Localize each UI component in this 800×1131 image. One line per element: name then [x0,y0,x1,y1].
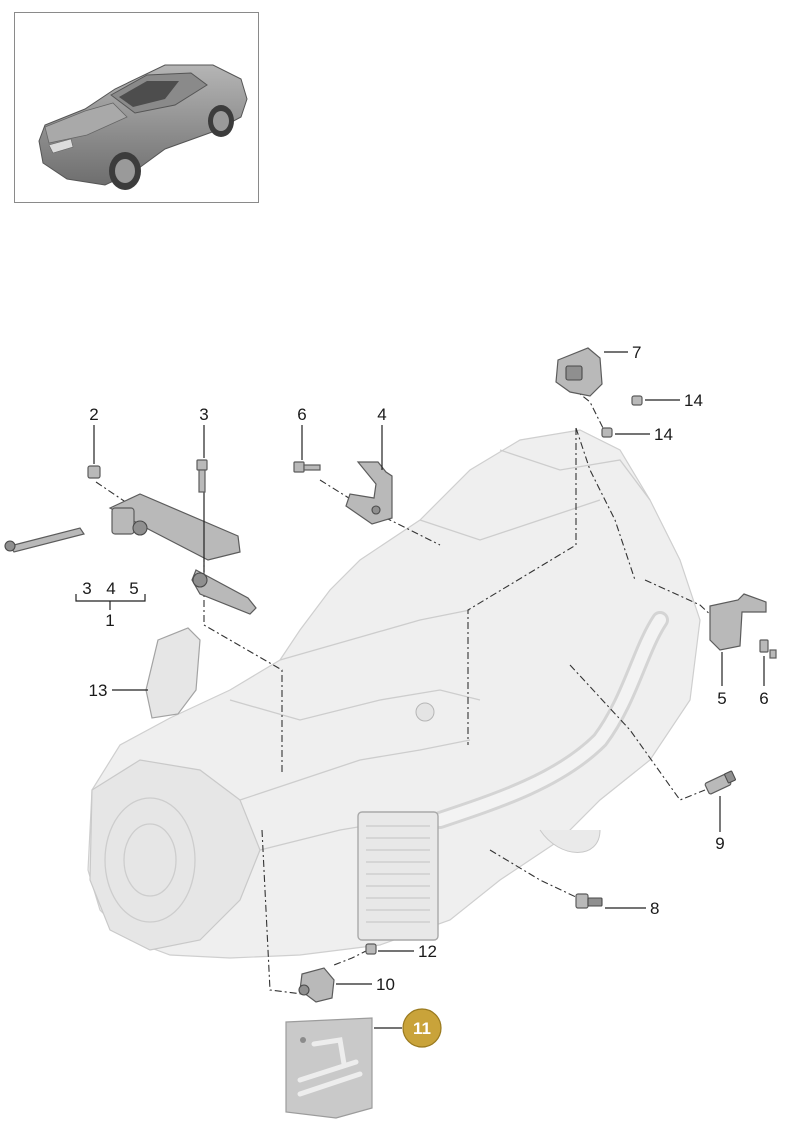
callout-4-top: 4 [377,405,386,424]
vehicle-thumbnail [14,12,259,203]
part-14-bolts [601,395,643,438]
callout-11-highlighted[interactable]: 11 [402,1008,442,1048]
car-thumbnail-icon [38,64,248,190]
part-10-sensor [298,967,335,1003]
callout-14-a: 14 [684,391,703,410]
callout-4-group: 4 [106,579,115,598]
callout-10: 10 [376,975,395,994]
callout-14-b: 14 [654,425,673,444]
callout-11: 11 [413,1019,431,1038]
part-8-plug [575,893,603,909]
part-7-sensor-bracket [555,347,603,397]
callout-8: 8 [650,899,659,918]
part-3-bolt [196,459,208,493]
leader-lines [75,351,765,1029]
callout-labels: 2 3 6 4 7 14 14 3 4 5 1 13 5 6 9 8 12 10 [82,343,768,994]
callout-13: 13 [89,681,108,700]
part-13-mount-bracket [145,627,201,719]
part-11-heat-shield [285,1017,373,1119]
part-6-bolt-top [293,461,321,473]
part-1-linkage-assembly [4,482,257,615]
callout-2: 2 [89,405,98,424]
part-4-bracket [345,461,393,525]
part-5-bracket-right [709,593,767,651]
callout-11-badge[interactable] [402,1008,442,1048]
callout-1: 1 [105,611,114,630]
part-6-bolt-right [759,639,777,659]
callout-5-right: 5 [717,689,726,708]
callout-6-top: 6 [297,405,306,424]
part-12-bolt [365,943,377,955]
callout-9: 9 [715,834,724,853]
callout-5-group: 5 [129,579,138,598]
callout-12: 12 [418,942,437,961]
part-2-nut [87,465,101,479]
callout-3-top: 3 [199,405,208,424]
part-9-sensor [704,770,736,795]
callout-7: 7 [632,343,641,362]
callout-6-right: 6 [759,689,768,708]
callout-3-group: 3 [82,579,91,598]
